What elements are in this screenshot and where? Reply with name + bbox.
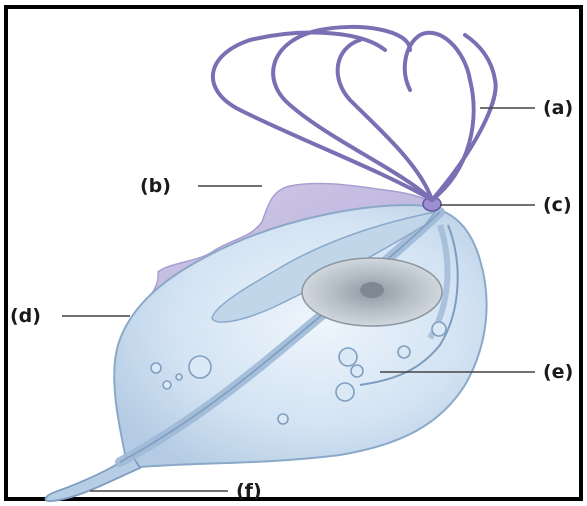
label-b: (b) xyxy=(140,175,171,197)
label-f: (f) xyxy=(236,480,262,502)
label-a: (a) xyxy=(543,97,573,119)
flagella xyxy=(213,27,496,200)
nucleolus xyxy=(360,282,384,298)
label-c: (c) xyxy=(543,194,572,216)
label-d: (d) xyxy=(10,305,41,327)
label-e: (e) xyxy=(543,361,573,383)
